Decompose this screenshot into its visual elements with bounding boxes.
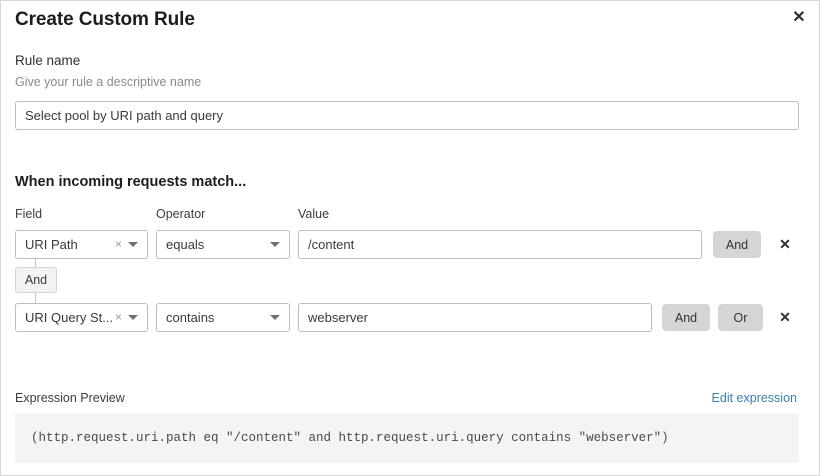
operator-select-1[interactable]: equals bbox=[156, 230, 290, 259]
connector-line-bottom bbox=[35, 293, 36, 303]
clear-icon[interactable]: × bbox=[114, 237, 122, 251]
field-select-2[interactable]: URI Query St... × bbox=[15, 303, 148, 332]
add-and-condition-button-2[interactable]: And bbox=[662, 304, 710, 331]
rule-name-input[interactable] bbox=[15, 101, 799, 130]
add-and-condition-button-1[interactable]: And bbox=[713, 231, 761, 258]
operator-select-2-value: contains bbox=[166, 310, 215, 325]
expression-preview-label: Expression Preview bbox=[15, 391, 125, 405]
rule-name-label: Rule name bbox=[15, 53, 81, 68]
field-select-1-value: URI Path bbox=[25, 237, 78, 252]
add-or-condition-button-2[interactable]: Or bbox=[718, 304, 763, 331]
operator-select-1-value: equals bbox=[166, 237, 205, 252]
chevron-down-icon bbox=[270, 315, 280, 320]
column-header-field: Field bbox=[15, 207, 43, 221]
clear-icon[interactable]: × bbox=[114, 310, 122, 324]
column-header-operator: Operator bbox=[156, 207, 206, 221]
value-input-2[interactable] bbox=[298, 303, 652, 332]
dialog-title: Create Custom Rule bbox=[15, 9, 195, 30]
chevron-down-icon bbox=[270, 242, 280, 247]
chevron-down-icon bbox=[128, 315, 138, 320]
chevron-down-icon bbox=[128, 242, 138, 247]
delete-condition-button-1[interactable]: ✕ bbox=[773, 232, 797, 256]
condition-row: URI Path × equals And ✕ bbox=[1, 230, 819, 260]
expression-preview-box: (http.request.uri.path eq "/content" and… bbox=[15, 413, 799, 463]
close-icon[interactable]: ✕ bbox=[788, 7, 810, 29]
edit-expression-link[interactable]: Edit expression bbox=[711, 391, 797, 405]
connector-and-badge[interactable]: And bbox=[15, 267, 57, 293]
condition-row: URI Query St... × contains And Or ✕ bbox=[1, 303, 819, 333]
connector-line-top bbox=[35, 259, 36, 267]
operator-select-2[interactable]: contains bbox=[156, 303, 290, 332]
column-header-value: Value bbox=[298, 207, 330, 221]
expression-preview-text: (http.request.uri.path eq "/content" and… bbox=[31, 431, 669, 445]
field-select-2-value: URI Query St... bbox=[25, 310, 114, 325]
value-input-1[interactable] bbox=[298, 230, 702, 259]
condition-connector: And bbox=[1, 259, 201, 305]
rule-name-help-text: Give your rule a descriptive name bbox=[15, 75, 202, 89]
match-section-heading: When incoming requests match... bbox=[15, 174, 247, 190]
field-select-1[interactable]: URI Path × bbox=[15, 230, 148, 259]
delete-condition-button-2[interactable]: ✕ bbox=[773, 305, 797, 329]
